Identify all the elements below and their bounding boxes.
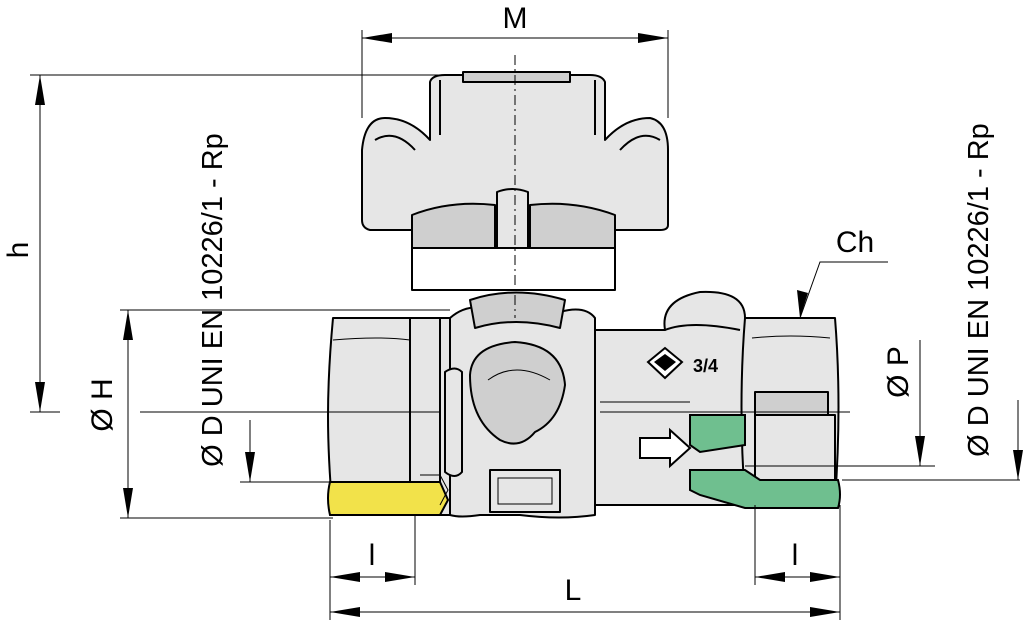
dimension-phi-P	[915, 340, 925, 466]
manufacturer-logo-icon	[646, 346, 684, 380]
extension-lines	[30, 30, 1020, 620]
label-phi-D-right: Ø D UNI EN 10226/1 - Rp	[963, 123, 995, 457]
valve-body	[327, 290, 840, 519]
dimension-l-left	[330, 572, 415, 582]
flow-direction-arrow	[639, 427, 692, 469]
label-h: h	[2, 242, 35, 259]
right-insert-section	[689, 414, 841, 509]
label-Ch: Ch	[836, 226, 874, 259]
dimension-L	[330, 607, 840, 617]
dimension-l-right	[755, 572, 840, 582]
dimension-Ch-leader	[797, 261, 888, 319]
label-phi-H: Ø H	[86, 378, 119, 431]
label-L: L	[565, 574, 582, 607]
label-phi-P: Ø P	[882, 346, 915, 398]
dimension-M	[362, 33, 668, 43]
label-M: M	[503, 2, 528, 35]
dimension-h	[35, 75, 45, 412]
left-thread-section	[327, 474, 450, 516]
dimension-phi-D-right	[1013, 400, 1023, 480]
label-l-right: l	[792, 539, 799, 572]
label-l-left: l	[369, 539, 376, 572]
dimension-phi-D-left	[245, 420, 255, 482]
dimension-phi-H	[123, 310, 133, 518]
label-phi-D-left: Ø D UNI EN 10226/1 - Rp	[197, 133, 229, 467]
size-mark: 3/4	[693, 356, 718, 376]
